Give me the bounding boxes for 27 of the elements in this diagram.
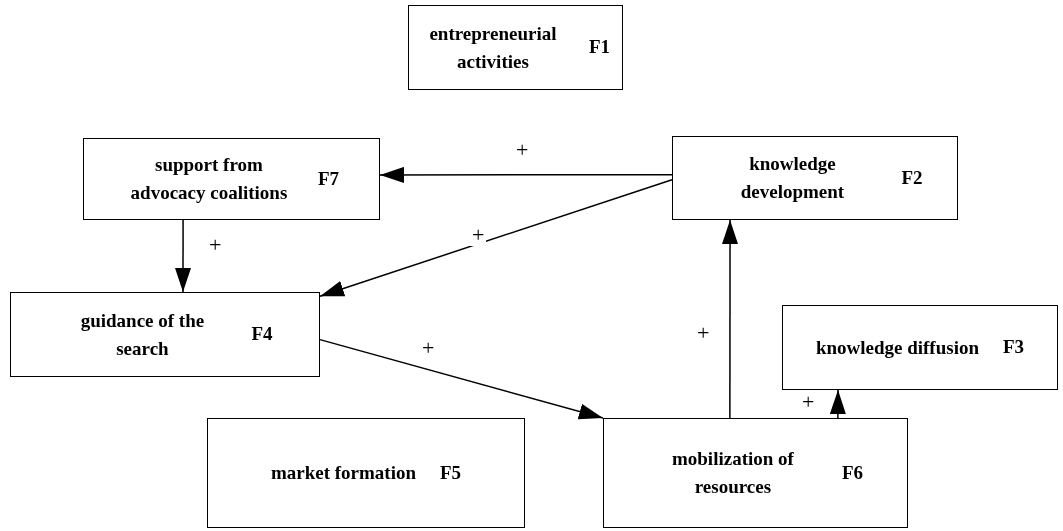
process-box: [207, 418, 525, 528]
function-label: F5: [440, 460, 462, 485]
arrow: [829, 389, 846, 419]
function-label: F2: [901, 165, 923, 190]
box-title: entrepreneurial activities: [428, 21, 558, 74]
box-title: knowledge development: [739, 152, 846, 204]
function-label: F4: [251, 322, 273, 347]
arrow: [175, 219, 191, 293]
process-box: [10, 292, 320, 377]
arrow: [319, 178, 673, 297]
function-label: F3: [1003, 335, 1025, 360]
process-box: [672, 136, 958, 220]
function-label: F6: [841, 460, 864, 485]
arrow: [379, 166, 673, 183]
box-title: knowledge diffusion: [815, 335, 979, 360]
process-box: [603, 418, 908, 528]
arrow: [319, 338, 604, 420]
box-title: market formation: [270, 461, 416, 485]
arrow: [722, 219, 739, 419]
function-label: F7: [317, 166, 340, 191]
function-label: F1: [588, 35, 610, 60]
box-title: support from advocacy coalitions: [129, 153, 289, 205]
process-box: [408, 5, 623, 90]
process-box: [782, 305, 1058, 390]
box-title: guidance of the search: [79, 308, 206, 361]
process-box: [83, 138, 380, 220]
box-title: mobilization of resources: [670, 447, 795, 499]
